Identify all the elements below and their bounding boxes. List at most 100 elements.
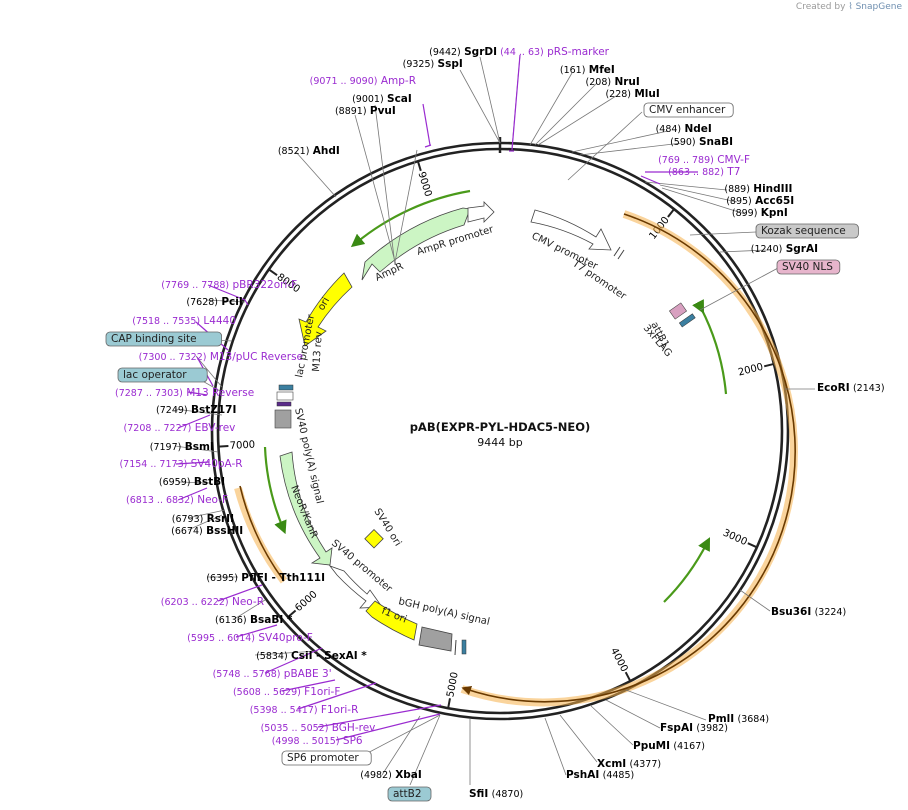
map-label-pcii: (7628) PciI	[186, 296, 242, 308]
sv40-polya-feature	[274, 409, 292, 429]
svg-text:(6395) PflFI - Tth111I: (6395) PflFI - Tth111I	[206, 572, 325, 584]
map-label-pvui: (8891) PvuI	[335, 105, 396, 117]
orf-inner-arrow-1	[692, 299, 728, 395]
map-label-hindiii: (889) HindIII	[724, 183, 792, 195]
svg-text:(4982) XbaI: (4982) XbaI	[360, 769, 422, 781]
svg-text:(8521) AhdI: (8521) AhdI	[278, 145, 340, 157]
map-label-neo-r: (6203 .. 6222) Neo-R	[161, 596, 264, 608]
ampr-promoter-feature	[467, 201, 495, 223]
neor-green-arrow	[263, 446, 287, 535]
svg-text:attB2: attB2	[393, 788, 422, 800]
position-tick	[763, 362, 775, 368]
map-label-bgh-rev: (5035 .. 5052) BGH-rev	[261, 722, 376, 734]
attb2-feature	[461, 639, 467, 655]
position-tick-label: 6000	[293, 589, 319, 614]
map-label-fspai: FspAI (3982)	[660, 722, 728, 734]
sv40-ori-feature	[364, 528, 384, 549]
position-tick	[447, 698, 451, 709]
position-tick	[268, 268, 278, 276]
svg-text:(6959) BstBI: (6959) BstBI	[159, 476, 225, 488]
map-label-ndei: (484) NdeI	[656, 123, 712, 135]
map-label-pbr322ori-f: (7769 .. 7788) pBR322ori-F	[161, 279, 297, 291]
position-tick	[416, 160, 422, 172]
svg-text:PshAI (4485): PshAI (4485)	[566, 769, 634, 781]
svg-text:(44 .. 63) pRS-marker: (44 .. 63) pRS-marker	[500, 46, 610, 58]
map-label-rsrii: (6793) RsrII	[172, 513, 234, 525]
cap-binding-site-feature	[278, 384, 294, 391]
orf-inner-arrow-2	[663, 537, 711, 603]
map-label-bsshii: (6674) BssHII	[171, 525, 243, 537]
svg-text:(7208 .. 7227) EBV-rev: (7208 .. 7227) EBV-rev	[124, 422, 236, 434]
map-label-ppumi: PpuMI (4167)	[633, 740, 705, 752]
map-label-pmli: PmlI (3684)	[708, 713, 769, 725]
map-label-bstz17i: (7249) BstZ17I	[156, 404, 236, 416]
map-label-sv40pa-r: (7154 .. 7173) SV40pA-R	[119, 458, 242, 470]
svg-text:(208) NruI: (208) NruI	[586, 76, 640, 88]
svg-text:(8891) PvuI: (8891) PvuI	[335, 105, 396, 117]
label-t7-promoter: T7 promoter	[569, 258, 628, 303]
plasmid-name: pAB(EXPR-PYL-HDAC5-NEO)	[410, 420, 591, 434]
orf-hdac5-line	[461, 213, 797, 703]
svg-text:(7300 .. 7322) M13/pUC Rever: (7300 .. 7322) M13/pUC Reverse	[139, 351, 303, 363]
svg-text:Bsu36I (3224): Bsu36I (3224)	[771, 606, 846, 618]
svg-text:(5398 .. 5417) F1ori-R: (5398 .. 5417) F1ori-R	[250, 704, 359, 716]
map-label-neo-f: (6813 .. 6832) Neo-F	[126, 494, 228, 506]
svg-text:(5995 .. 6014) SV40pro-F: (5995 .. 6014) SV40pro-F	[187, 632, 313, 644]
map-label-nrui: (208) NruI	[586, 76, 640, 88]
svg-text:(7769 .. 7788) pBR322ori-F: (7769 .. 7788) pBR322ori-F	[161, 279, 297, 291]
map-label-xcmi: XcmI (4377)	[597, 758, 661, 770]
svg-text:SfiI (4870): SfiI (4870)	[469, 788, 523, 800]
primer-marks	[175, 54, 698, 741]
svg-text:(590) SnaBI: (590) SnaBI	[670, 136, 733, 148]
position-tick	[218, 445, 229, 448]
leader-lines	[174, 54, 815, 786]
map-label-pshai: PshAI (4485)	[566, 769, 634, 781]
position-tick-label: 5000	[445, 671, 460, 698]
credit-created-by: Created by	[795, 2, 846, 12]
svg-text:SP6 promoter: SP6 promoter	[287, 752, 359, 764]
svg-text:EcoRI (2143): EcoRI (2143)	[817, 382, 885, 394]
map-label-sv40-nls: SV40 NLS	[776, 259, 841, 275]
position-tick-label: 9000	[415, 171, 433, 199]
map-label-sp6-promoter: SP6 promoter	[281, 750, 372, 766]
map-label-mlui: (228) MluI	[605, 88, 659, 100]
map-label-sspi: (9325) SspI	[403, 58, 463, 70]
map-label-m13-reverse: (7287 .. 7303) M13 Reverse	[115, 387, 254, 399]
map-label-bstbi: (6959) BstBI	[159, 476, 225, 488]
svg-text:(228) MluI: (228) MluI	[605, 88, 659, 100]
svg-text:SV40 NLS: SV40 NLS	[782, 261, 833, 273]
map-label-bsu36i: Bsu36I (3224)	[771, 606, 846, 618]
svg-text:(5748 .. 5768) pBABE 3': (5748 .. 5768) pBABE 3'	[213, 668, 332, 680]
snapgene-logo-icon: ⌇	[848, 2, 853, 12]
position-tick-label: 2000	[737, 362, 764, 379]
position-tick-label: 7000	[229, 440, 255, 452]
map-label-sgrai: (1240) SgrAI	[751, 243, 818, 255]
map-label-attb2: attB2	[387, 786, 432, 802]
outer-labels: (9442) SgrDI(44 .. 63) pRS-marker(9325) …	[105, 46, 885, 802]
position-tick	[287, 609, 297, 618]
map-label-t7: (863 .. 882) T7	[668, 166, 740, 178]
svg-text:(7287 .. 7303) M13 Reverse: (7287 .. 7303) M13 Reverse	[115, 387, 254, 399]
plasmid-size: 9444 bp	[477, 436, 522, 449]
svg-text:CMV enhancer: CMV enhancer	[649, 104, 726, 116]
map-label-ahdi: (8521) AhdI	[278, 145, 340, 157]
map-label-xbai: (4982) XbaI	[360, 769, 422, 781]
position-tick-label: 3000	[721, 528, 749, 549]
svg-text:(7249) BstZ17I: (7249) BstZ17I	[156, 404, 236, 416]
svg-text:(161) MfeI: (161) MfeI	[560, 64, 615, 76]
ampr-feature	[361, 207, 471, 281]
svg-text:(6674) BssHII: (6674) BssHII	[171, 525, 243, 537]
map-label-lac-operator: lac operator	[117, 367, 208, 383]
label-m13-rev: M13 rev	[311, 331, 325, 372]
neor-kanr-feature	[279, 451, 333, 566]
map-label-bsmi: (7197) BsmI	[150, 441, 214, 453]
map-label-prs-marker: (44 .. 63) pRS-marker	[500, 46, 610, 58]
ori-feature	[298, 272, 353, 347]
svg-text:(889) HindIII: (889) HindIII	[724, 183, 792, 195]
map-label-l4440: (7518 .. 7535) L4440	[132, 315, 236, 327]
map-label-m13-puc-reverse: (7300 .. 7322) M13/pUC Reverse	[139, 351, 303, 363]
position-tick	[624, 671, 632, 682]
svg-text:FspAI (3982): FspAI (3982)	[660, 722, 728, 734]
map-label-f1ori-r: (5398 .. 5417) F1ori-R	[250, 704, 359, 716]
